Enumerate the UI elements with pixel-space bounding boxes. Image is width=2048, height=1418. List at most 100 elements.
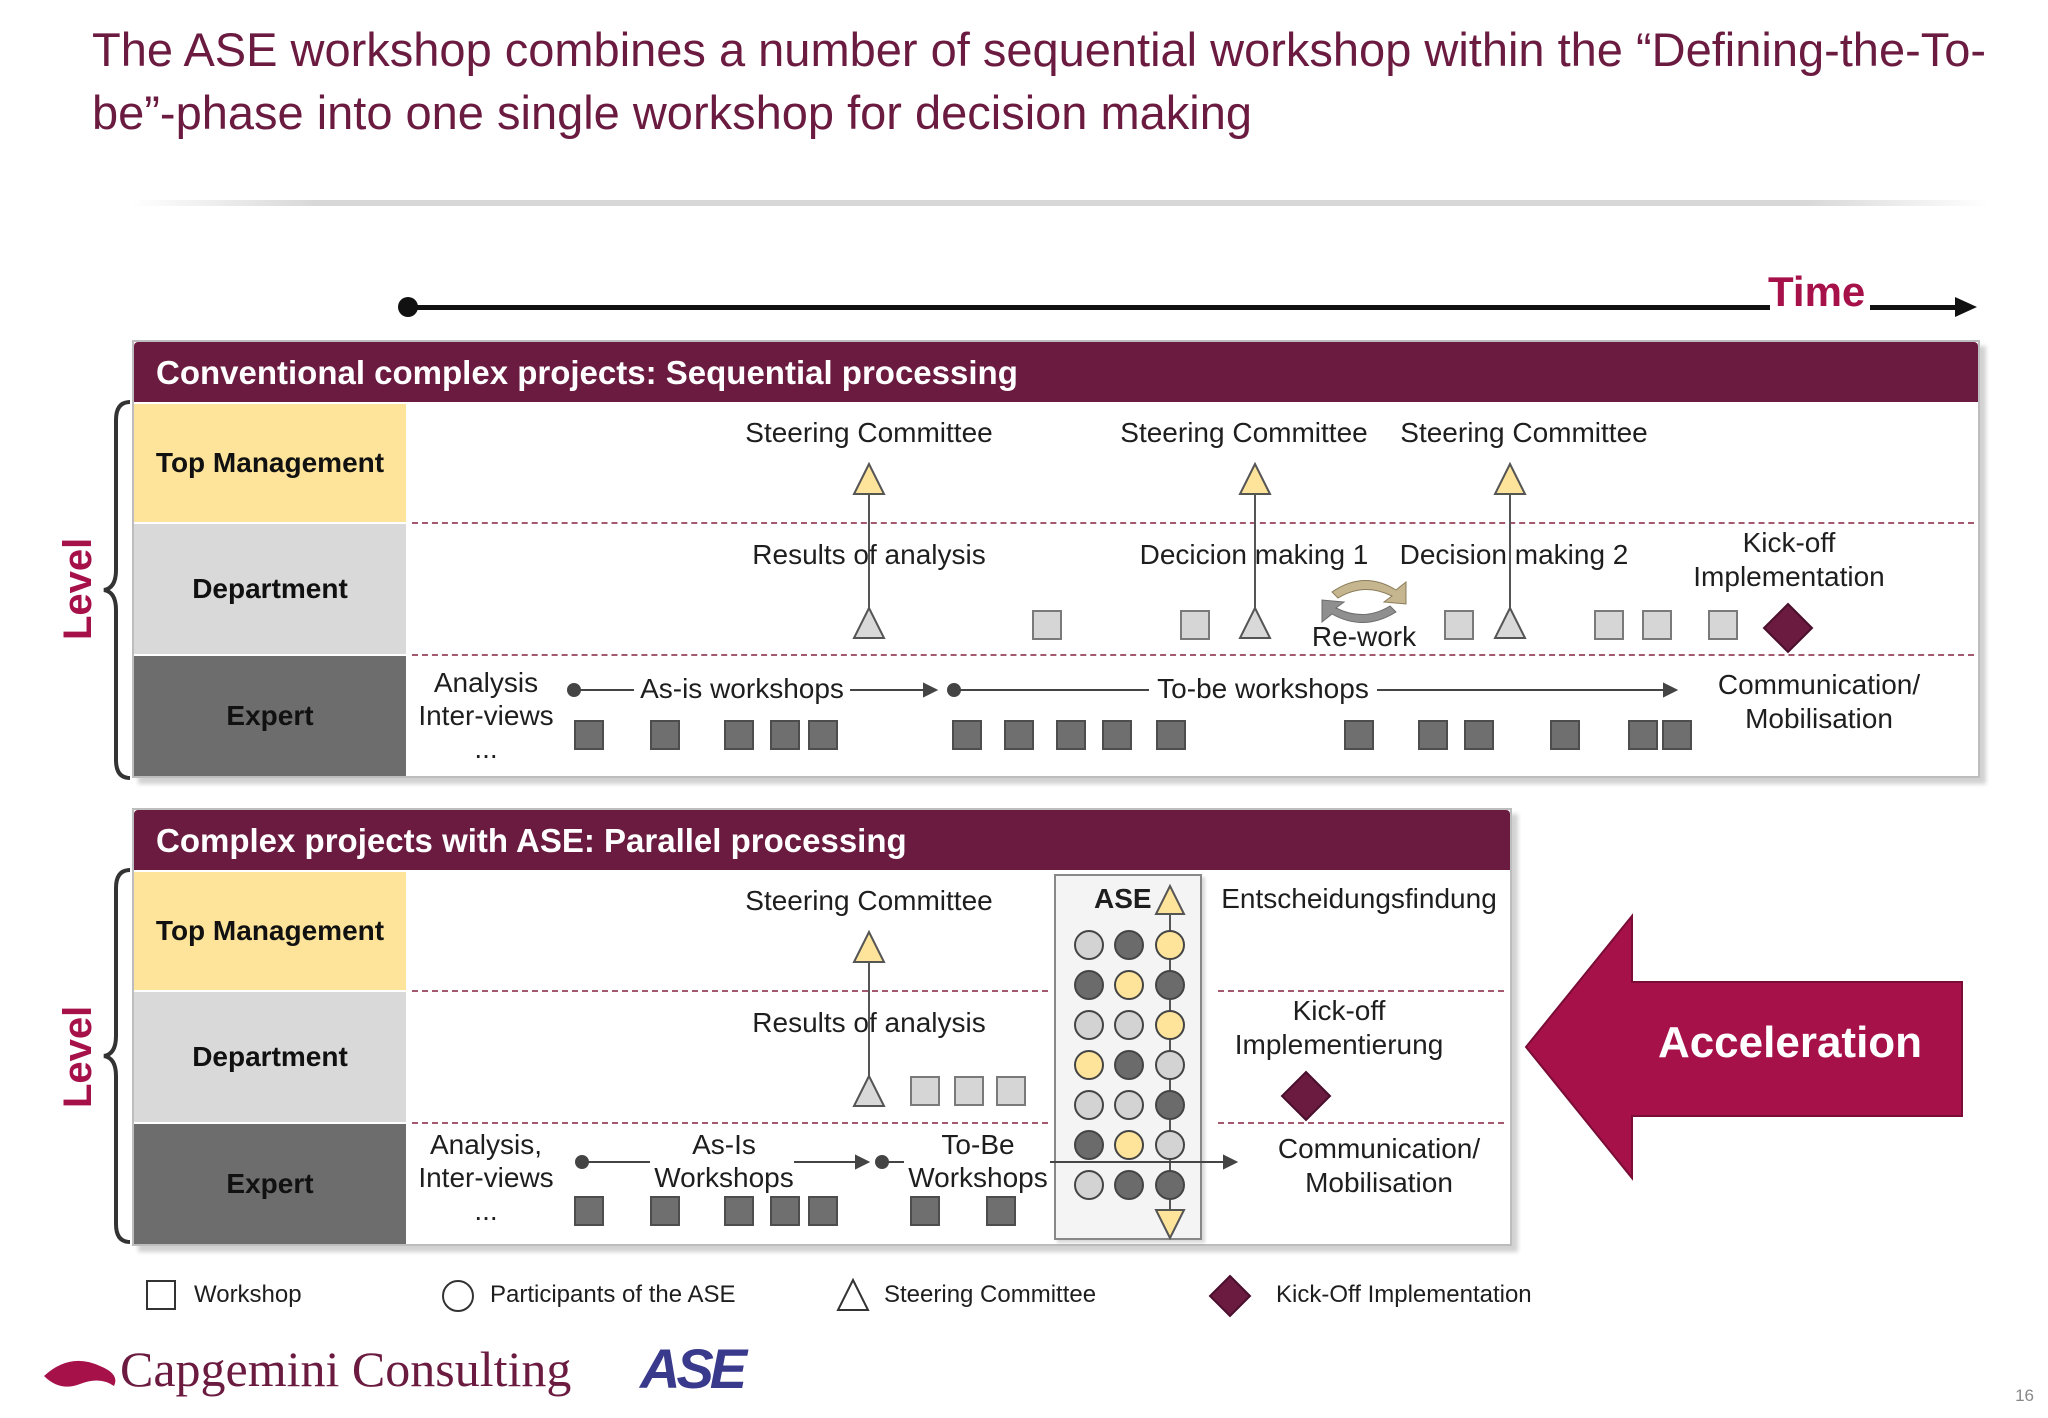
participant-circle bbox=[1074, 1170, 1104, 1200]
time-arrow-head-icon bbox=[1955, 297, 1977, 317]
level-top-management: Top Management bbox=[134, 404, 406, 522]
legend-kickoff: Kick-Off Implementation bbox=[1276, 1281, 1532, 1308]
ase-label: ASE bbox=[1094, 883, 1152, 914]
participant-circle bbox=[1114, 1130, 1144, 1160]
level-label-bottom: Level bbox=[56, 1005, 100, 1108]
brace-bottom-icon bbox=[103, 868, 131, 1244]
participant-circle bbox=[1155, 1010, 1185, 1040]
steering-committee: Steering Committee bbox=[745, 885, 993, 916]
legend-steering: Steering Committee bbox=[884, 1281, 1097, 1308]
workshop-square bbox=[1628, 720, 1658, 750]
ase-logo: ASE bbox=[640, 1337, 747, 1400]
participant-circle bbox=[1114, 1090, 1144, 1120]
to-be-workshops: To-Be Workshops bbox=[908, 1129, 1048, 1193]
level-department: Department bbox=[134, 524, 406, 654]
time-axis-line-end bbox=[1870, 305, 1958, 310]
workshop-square bbox=[770, 1196, 800, 1226]
conventional-panel-header: Conventional complex projects: Sequentia… bbox=[134, 342, 1978, 402]
participant-circle bbox=[1074, 970, 1104, 1000]
communication-mobilisation: Communication/ Mobilisation bbox=[1717, 669, 1921, 734]
workshop-square bbox=[910, 1196, 940, 1226]
legend-participants: Participants of the ASE bbox=[490, 1281, 736, 1308]
legend-kickoff-icon bbox=[1208, 1274, 1252, 1318]
rework-label: Re-work bbox=[1311, 621, 1417, 652]
analysis-interviews: Analysis Inter-views ... bbox=[418, 667, 554, 764]
capgemini-spade-icon bbox=[44, 1360, 116, 1387]
workshop-square bbox=[1102, 720, 1132, 750]
workshop-square bbox=[724, 720, 754, 750]
divider-bottom bbox=[412, 654, 1974, 656]
participant-circle bbox=[1155, 1090, 1185, 1120]
top-panel-connectors bbox=[567, 461, 1814, 698]
workshop-square bbox=[1594, 610, 1624, 640]
communication-mobilisation: Communication/ Mobilisation bbox=[1277, 1133, 1481, 1198]
analysis-interviews: Analysis, Inter-views ... bbox=[418, 1129, 554, 1226]
workshop-square bbox=[1344, 720, 1374, 750]
workshop-square bbox=[808, 720, 838, 750]
as-is-workshops: As-Is Workshops bbox=[654, 1129, 794, 1193]
workshop-square bbox=[954, 1076, 984, 1106]
divider-top-left bbox=[412, 990, 1048, 992]
level-expert: Expert bbox=[134, 656, 406, 776]
kickoff-implementation: Kick-off Implementation bbox=[1693, 527, 1885, 592]
time-axis-start-dot bbox=[398, 297, 418, 317]
ase-panel-header: Complex projects with ASE: Parallel proc… bbox=[134, 810, 1510, 870]
title-divider bbox=[130, 200, 1990, 206]
brace-top-icon bbox=[103, 400, 131, 780]
ase-panel: Complex projects with ASE: Parallel proc… bbox=[132, 808, 1512, 1246]
participant-circle bbox=[1155, 930, 1185, 960]
workshop-square bbox=[1642, 610, 1672, 640]
participant-circle bbox=[1155, 1170, 1185, 1200]
decision-making-2: Decision making 2 bbox=[1399, 539, 1629, 570]
bottom-panel-connectors bbox=[575, 883, 1332, 1241]
workshop-square bbox=[770, 720, 800, 750]
participant-circle bbox=[1114, 1050, 1144, 1080]
capgemini-logo: Capgemini Consulting bbox=[120, 1341, 572, 1397]
participant-circle bbox=[1074, 1090, 1104, 1120]
page-title: The ASE workshop combines a number of se… bbox=[92, 23, 1987, 139]
participant-circle bbox=[1155, 1130, 1185, 1160]
participant-circle bbox=[1074, 1130, 1104, 1160]
divider-top bbox=[412, 522, 1974, 524]
workshop-square bbox=[1032, 610, 1062, 640]
workshop-square bbox=[996, 1076, 1026, 1106]
workshop-square bbox=[1708, 610, 1738, 640]
level-expert: Expert bbox=[134, 1124, 406, 1244]
workshop-square bbox=[1418, 720, 1448, 750]
participant-circle bbox=[1114, 930, 1144, 960]
workshop-square bbox=[808, 1196, 838, 1226]
workshop-square bbox=[1180, 610, 1210, 640]
workshop-square bbox=[952, 720, 982, 750]
time-label: Time bbox=[1768, 268, 1866, 315]
divider-top-right bbox=[1218, 990, 1504, 992]
steering-committee-3: Steering Committee bbox=[1400, 417, 1648, 448]
participant-circle bbox=[1114, 1170, 1144, 1200]
workshop-square bbox=[650, 1196, 680, 1226]
decision-making-1: Decicion making 1 bbox=[1139, 539, 1369, 570]
participant-circle bbox=[1114, 1010, 1144, 1040]
conventional-panel: Conventional complex projects: Sequentia… bbox=[132, 340, 1980, 778]
results-of-analysis: Results of analysis bbox=[752, 539, 986, 570]
level-department: Department bbox=[134, 992, 406, 1122]
workshop-square bbox=[1550, 720, 1580, 750]
participant-circle bbox=[1074, 1050, 1104, 1080]
time-axis-line bbox=[410, 305, 1770, 310]
entscheidungsfindung: Entscheidungsfindung bbox=[1221, 883, 1497, 914]
level-top-management: Top Management bbox=[134, 872, 406, 990]
workshop-square bbox=[1464, 720, 1494, 750]
legend-participants-icon bbox=[442, 1280, 474, 1312]
workshop-square bbox=[1662, 720, 1692, 750]
divider-bottom-left bbox=[412, 1122, 1048, 1124]
workshop-square bbox=[1056, 720, 1086, 750]
steering-committee-2: Steering Committee bbox=[1120, 417, 1368, 448]
participant-circle bbox=[1074, 1010, 1104, 1040]
participant-circle bbox=[1114, 970, 1144, 1000]
workshop-square bbox=[1156, 720, 1186, 750]
acceleration-arrow-icon bbox=[1524, 913, 1963, 1181]
legend-workshop: Workshop bbox=[194, 1281, 302, 1308]
acceleration-label: Acceleration bbox=[1657, 1018, 1923, 1067]
workshop-square bbox=[1004, 720, 1034, 750]
participant-circle bbox=[1155, 1050, 1185, 1080]
page-number: 16 bbox=[2015, 1386, 2034, 1405]
steering-committee-1: Steering Committee bbox=[745, 417, 993, 448]
